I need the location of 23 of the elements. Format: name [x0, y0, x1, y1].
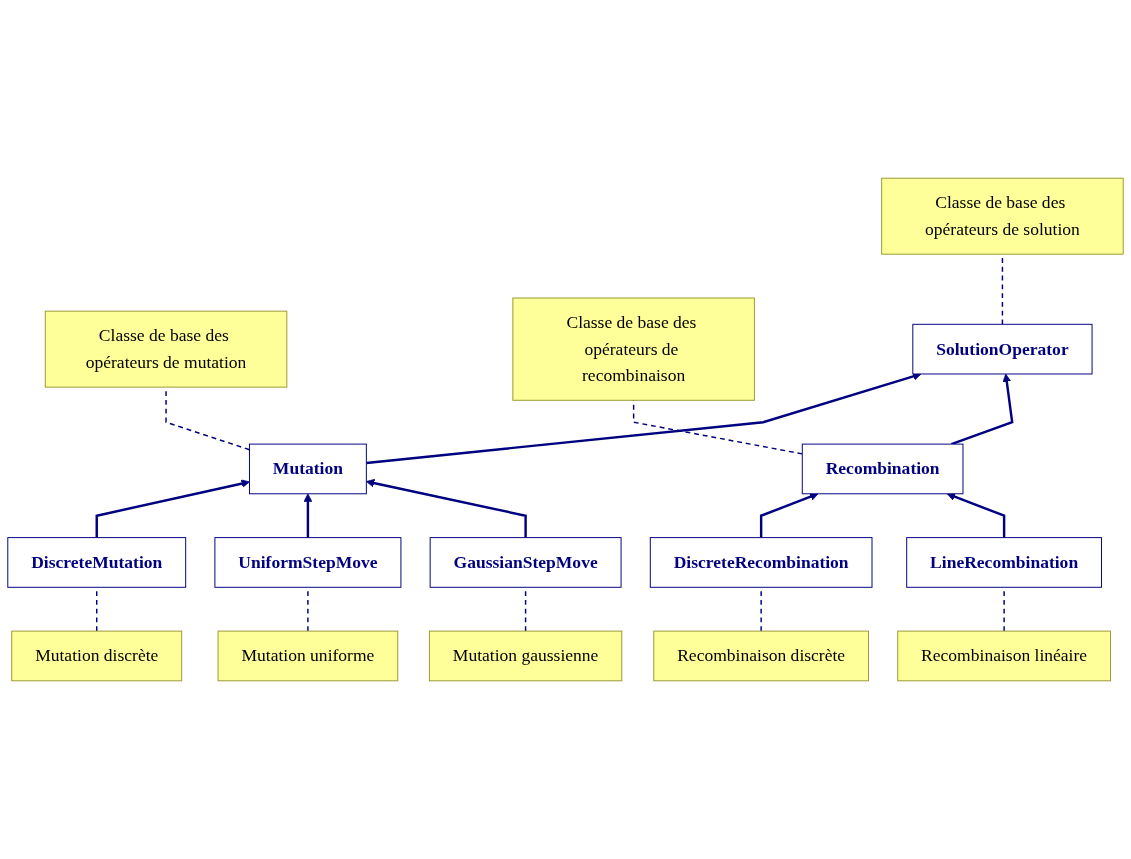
node-box: DiscreteRecombination — [649, 537, 873, 588]
arrow — [95, 479, 250, 538]
arrow — [303, 493, 313, 538]
node-box: Classe de base des opérateurs de solution — [881, 177, 1124, 255]
arrow — [366, 372, 922, 465]
node-box: Classe de base des opérateurs de recombinaison — [512, 297, 755, 401]
node-box: Recombinaison linéaire — [897, 630, 1111, 682]
arrow — [951, 373, 1014, 446]
arrow — [365, 478, 527, 538]
node-box: Mutation gaussienne — [428, 630, 623, 682]
node-box: SolutionOperator — [912, 323, 1093, 375]
node-box: Mutation uniforme — [217, 630, 399, 682]
node-box: Mutation discrète — [11, 630, 183, 682]
node-box: Classe de base des opérateurs de mutation — [44, 310, 288, 388]
node-box: Recombinaison discrète — [653, 630, 869, 682]
node-box: DiscreteMutation — [7, 537, 187, 588]
arrow — [946, 492, 1006, 538]
node-box: UniformStepMove — [214, 537, 402, 588]
node-box: LineRecombination — [906, 537, 1102, 588]
node-box: Mutation — [249, 443, 367, 495]
arrow — [759, 492, 819, 538]
node-box: GaussianStepMove — [429, 537, 622, 588]
node-box: Recombination — [801, 443, 964, 495]
